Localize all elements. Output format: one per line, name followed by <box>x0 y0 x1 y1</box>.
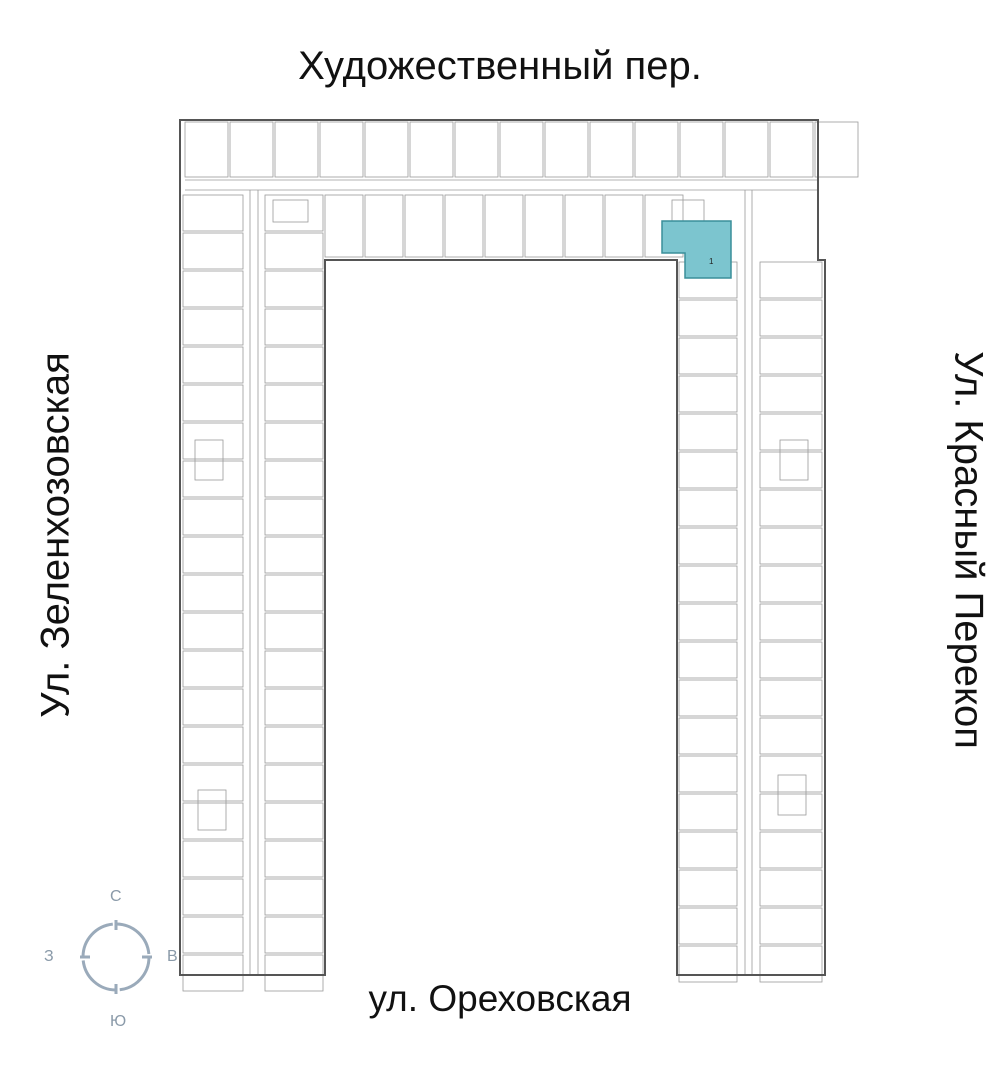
compass-icon <box>80 920 152 994</box>
compass-south: Ю <box>110 1013 127 1030</box>
apartment-rooms-label: 1 <box>709 257 714 266</box>
compass-east: В <box>167 948 178 965</box>
compass-north: С <box>110 888 122 905</box>
compass-west: З <box>44 948 54 965</box>
building-outline <box>179 119 826 976</box>
street-label-north: Художественный пер. <box>298 44 702 88</box>
street-label-south: ул. Ореховская <box>368 978 632 1019</box>
highlighted-apartment[interactable] <box>661 220 732 279</box>
apartment-walls <box>182 121 859 992</box>
